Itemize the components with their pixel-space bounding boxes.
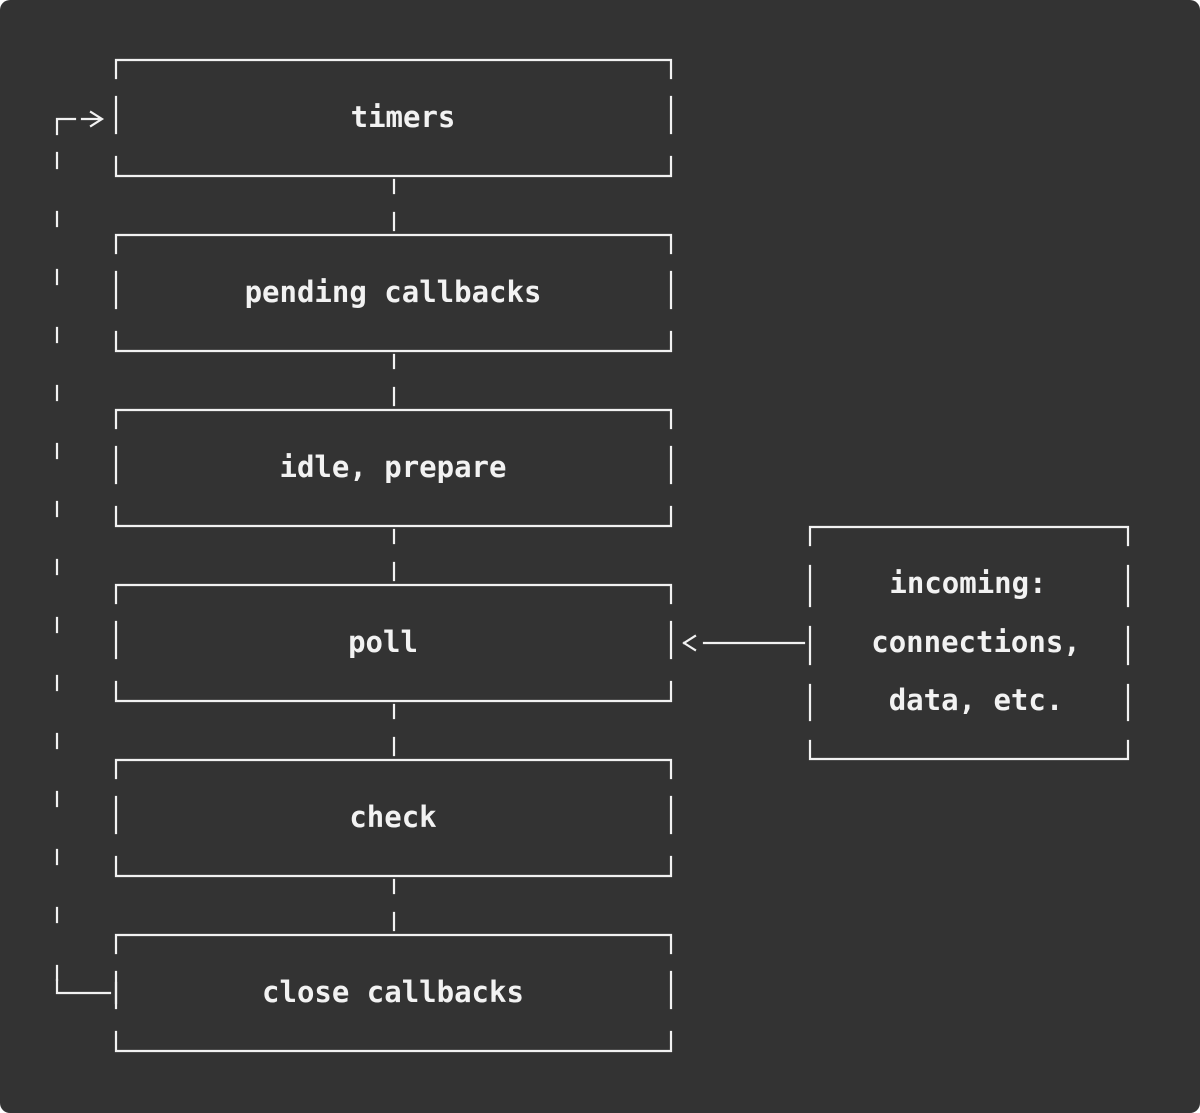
phase-box-poll: poll <box>114 583 673 703</box>
phase-label-check: check <box>349 800 436 834</box>
phase-box-idle-prepare: idle, prepare <box>114 408 673 528</box>
phase-box-check: check <box>114 758 673 878</box>
incoming-to-poll-arrow <box>682 634 806 652</box>
incoming-line-1: incoming: <box>889 566 1046 600</box>
phase-box-timers: timers <box>114 58 673 178</box>
loop-arrow-head <box>80 110 105 128</box>
phase-box-pending-callbacks: pending callbacks <box>114 233 673 353</box>
incoming-box: incoming: connections, data, etc. <box>808 525 1130 761</box>
phase-label-poll: poll <box>348 625 418 659</box>
incoming-line-3: data, etc. <box>889 683 1064 717</box>
phase-label-idle-prepare: idle, prepare <box>280 450 507 484</box>
phase-box-close-callbacks: close callbacks <box>114 933 673 1053</box>
phase-label-timers: timers <box>351 100 456 134</box>
phase-label-close-callbacks: close callbacks <box>262 975 524 1009</box>
phase-label-pending-callbacks: pending callbacks <box>245 275 542 309</box>
loop-back-line <box>55 110 118 1005</box>
incoming-line-2: connections, <box>871 625 1081 659</box>
